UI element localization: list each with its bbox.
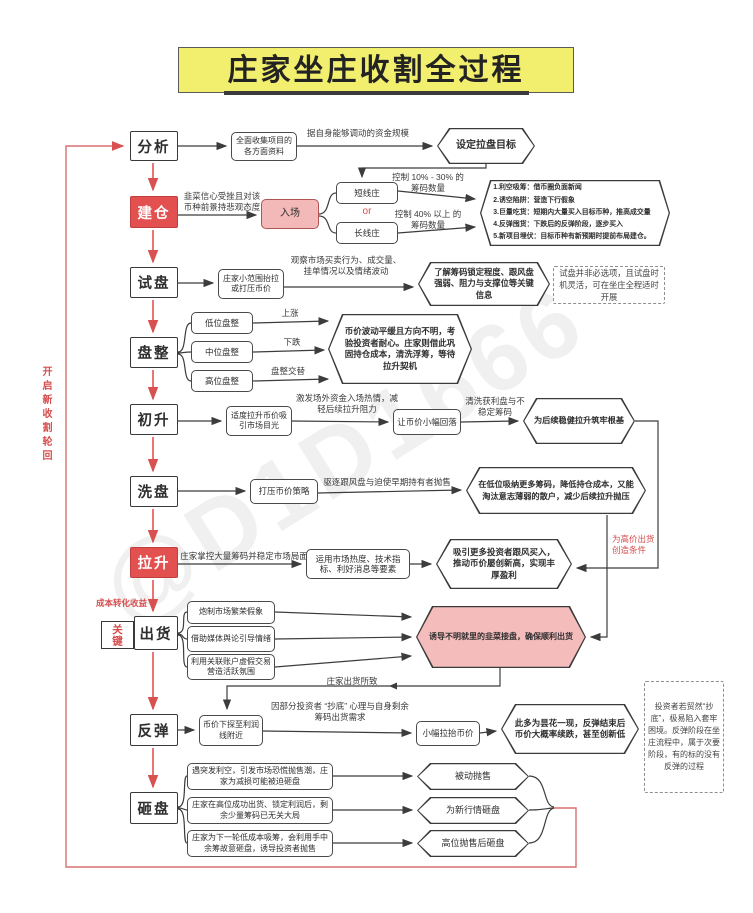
page-title: 庄家坐庄收割全过程	[178, 47, 574, 95]
initial-rise-pullback-box: 让币价小幅回落	[393, 409, 461, 435]
stage-smash: 砸盘	[130, 792, 178, 824]
stage-initial-rise: 初升	[130, 404, 178, 435]
washout-action-box: 打压币价策略	[250, 479, 318, 504]
consolidate-high-box: 高位盘整	[191, 370, 253, 392]
test-action-box: 庄家小范围抬拉或打压币价	[218, 269, 284, 299]
smash-passive-hex: 被动抛售	[417, 763, 529, 790]
dump-cause-label: 庄家出货所致	[326, 676, 378, 686]
consolidate-mid-box: 中位盘整	[191, 341, 253, 363]
dump-cost-label: 成本转化收益	[96, 598, 148, 608]
washout-highprice-label: 为高价出货创造条件	[612, 534, 655, 555]
rebound-smallpull-box: 小幅拉抬币价	[416, 721, 480, 746]
stage-test: 试盘	[130, 267, 178, 298]
analyze-target-hex: 设定拉盘目标	[437, 128, 535, 164]
dump-fake-trade-box: 利用关联账户虚假交易营造活跃氛围	[187, 654, 275, 680]
analyze-collect-box: 全面收集项目的各方面资料	[231, 132, 297, 161]
test-note-box: 试盘并非必选项，且试盘时机灵活，可在坐庄全程适时开展	[553, 266, 665, 304]
test-info-hex: 了解筹码锁定程度、跟风盘强弱、阻力与支撑位等关键信息	[418, 262, 550, 306]
consolidate-up-label: 上涨	[281, 308, 299, 318]
initial-rise-clean-label: 清洗获利盘与不稳定筹码	[465, 396, 525, 417]
build-short-box: 短线庄	[336, 182, 398, 204]
strategy-item: 5.新项目埋伏：目标币种有新预期时提前布局建仓。	[493, 233, 651, 241]
washout-absorb-hex: 在低位吸纳更多筹码，降低持仓成本，又能淘汰意志薄弱的散户，减少后续拉升抛压	[466, 467, 646, 514]
stage-rebound: 反弹	[130, 714, 178, 746]
stage-consolidate: 盘整	[130, 337, 178, 368]
rebound-flash-hex: 此多为昙花一现，反弹结束后币价大概率续跌，甚至创新低	[501, 704, 639, 754]
strategy-item: 4.反弹囤货：下跌后的反弹阶段，逐步买入	[493, 221, 624, 229]
washout-drive-label: 驱逐跟风盘与迫使早期持有者抛售	[323, 477, 451, 487]
build-or-label: or	[362, 206, 372, 217]
dump-fabricate-box: 炮制市场繁荣假象	[187, 601, 275, 624]
build-enter-box: 入场	[261, 199, 319, 229]
pump-attract-hex: 吸引更多投资者跟风买入，推动币价屡创新高，实现丰厚盈利	[436, 539, 572, 589]
build-ctrl-long-label: 控制 40% 以上 的筹码数量	[394, 209, 462, 230]
rebound-probe-box: 币价下探至利润线附近	[199, 715, 263, 746]
pump-leverage-box: 运用市场热度、技术指标、利好消息等要素	[306, 549, 410, 579]
dump-key-box: 关键	[101, 621, 134, 649]
analyze-funds-label: 据自身能够调动的资金规模	[306, 128, 409, 138]
stage-pump: 拉升	[130, 547, 178, 578]
smash-highsell-hex: 高位抛售后砸盘	[417, 830, 529, 857]
build-sentiment-label: 韭菜信心受挫且对该币种前景持悲观态度	[183, 191, 261, 212]
consolidate-result-hex: 币价波动平缓且方向不明，考验投资者耐心。庄家则借此巩固持仓成本，清洗浮筹，等待拉…	[328, 314, 472, 384]
smash-panic-box: 遇突发利空，引发市场恐慌抛售潮，庄家为减损可能被迫砸盘	[187, 763, 333, 790]
test-observe-label: 观察市场买卖行为、成交量、挂单情况以及情绪波动	[290, 255, 402, 276]
initial-rise-stimulate-label: 激发场外资金入场热情，减轻后续拉升阻力	[295, 393, 398, 414]
consolidate-alt-label: 盘整交替	[270, 366, 305, 376]
dump-lure-hex: 诱导不明就里的韭菜接盘，确保顺利出货	[416, 606, 586, 668]
build-ctrl-short-label: 控制 10% - 30% 的筹码数量	[392, 172, 464, 193]
rebound-note-box: 投资者若贸然“抄底”，极易陷入套牢困境。反弹阶段在坐庄流程中，属于次要阶段，有的…	[644, 681, 724, 793]
dump-media-box: 借助媒体舆论引导情绪	[187, 626, 275, 652]
strategy-item: 2.诱空陷阱：营造下行假象	[493, 196, 575, 204]
smash-newmarket-hex: 为新行情砸盘	[417, 797, 529, 824]
build-long-box: 长线庄	[336, 222, 398, 244]
initial-rise-foundation-hex: 为后续稳健拉升筑牢根基	[523, 398, 635, 444]
stage-washout: 洗盘	[130, 476, 178, 507]
pump-control-label: 庄家掌控大量筹码并稳定市场局面	[180, 551, 308, 561]
stage-build: 建仓	[130, 196, 178, 228]
smash-nextround-box: 庄家为下一轮低成本吸筹，会利用手中余筹故意砸盘，诱导投资者抛售	[187, 830, 333, 857]
stage-analyze: 分析	[130, 131, 178, 161]
stage-dump: 出货	[134, 616, 178, 650]
strategy-item: 3.巨量吃货：短期内大量买入目标币种，推高成交量	[493, 208, 651, 216]
initial-rise-action-box: 适度拉升币价吸引市场目光	[226, 406, 292, 436]
smash-locked-box: 庄家在高位成功出货、锁定利润后，剩余少量筹码已无关大局	[187, 797, 333, 824]
build-strategies-hex: 1.利空吸筹：借币圈负面新闻 2.诱空陷阱：营造下行假象 3.巨量吃货：短期内大…	[480, 180, 670, 246]
rebound-bottom-label: 因部分投资者 “抄底” 心理与自身剩余筹码出货需求	[271, 701, 409, 722]
strategy-item: 1.利空吸筹：借币圈负面新闻	[493, 184, 582, 192]
consolidate-down-label: 下跌	[283, 337, 301, 347]
loop-label: 开启新收割轮回	[40, 366, 51, 464]
consolidate-low-box: 低位盘整	[191, 312, 253, 334]
